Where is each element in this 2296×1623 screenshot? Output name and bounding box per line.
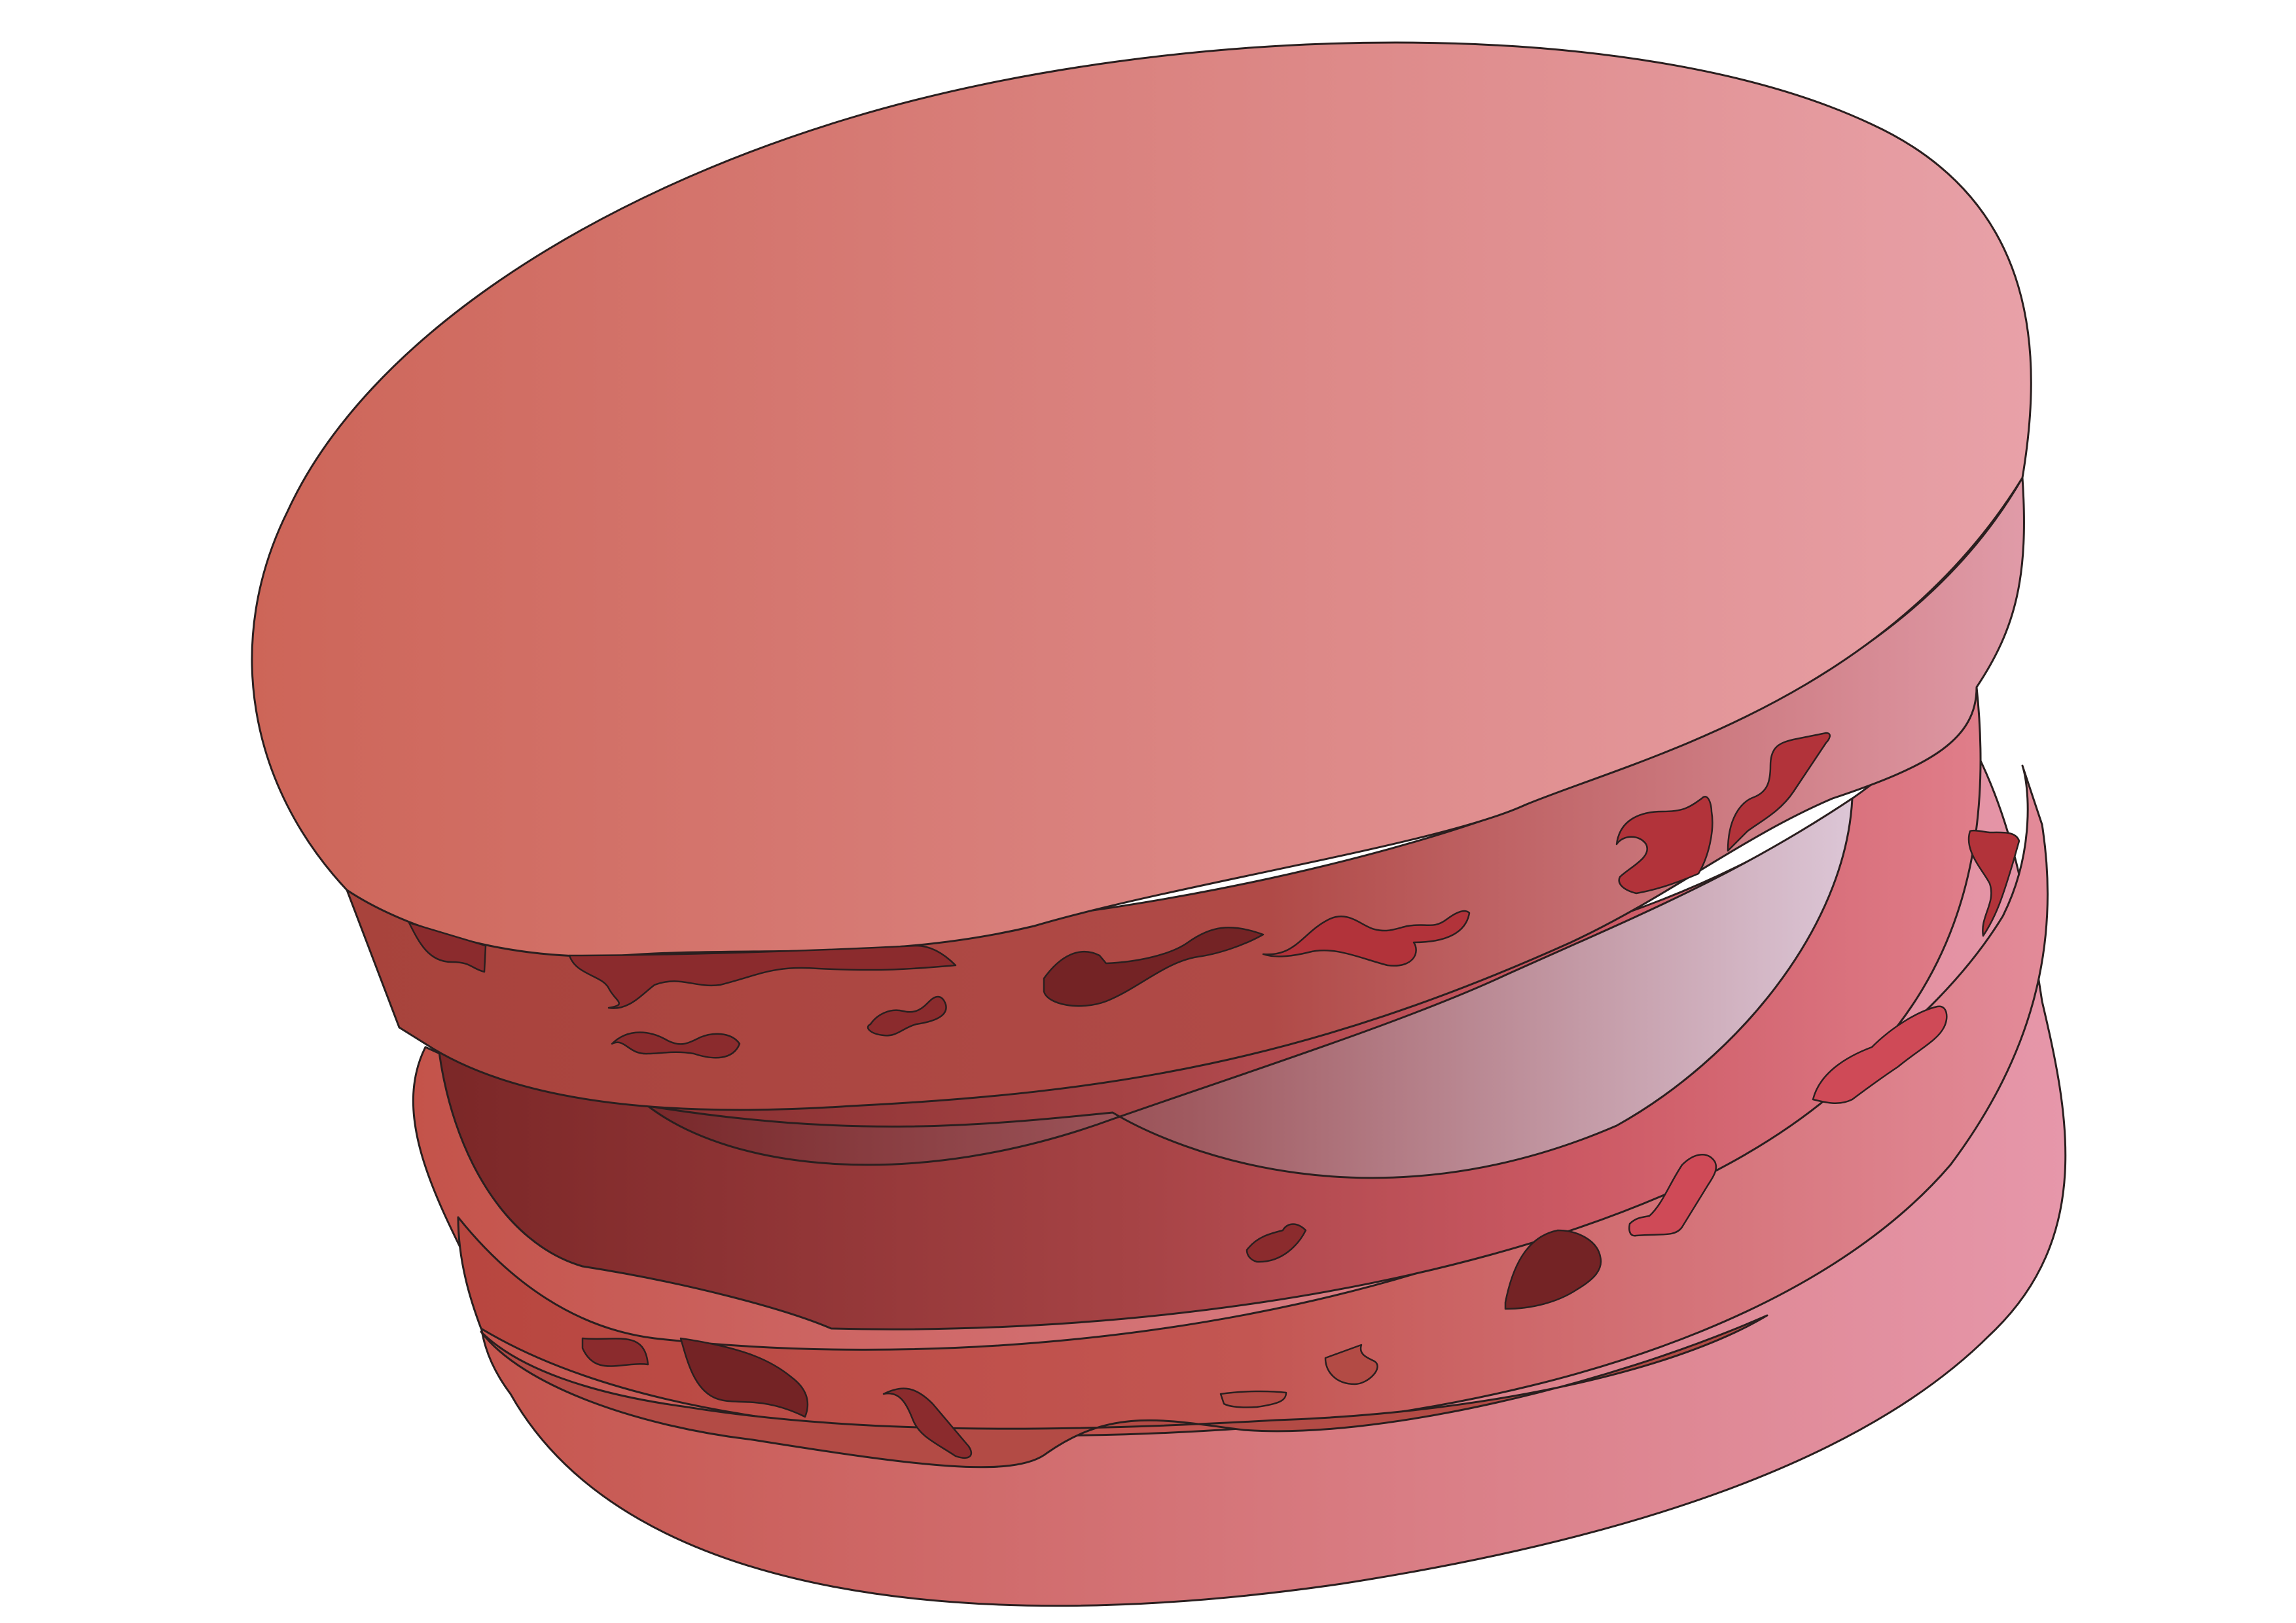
bit-14 (679, 1337, 809, 1418)
bit-8 (1727, 732, 1831, 852)
bit-3 (611, 1031, 741, 1059)
bit-9 (1246, 1223, 1307, 1263)
bit-4 (867, 995, 947, 1037)
bit-10 (1504, 1229, 1602, 1310)
filling-cream (647, 797, 1854, 1179)
bit-13 (1967, 829, 2020, 937)
filling-bits (408, 732, 2020, 1459)
bit-18 (1219, 1390, 1287, 1408)
bit-12 (1812, 1005, 1948, 1104)
bit-2 (568, 944, 957, 1009)
bottom-shell-rim (480, 1314, 1768, 1469)
bit-17 (1324, 1344, 1378, 1385)
bit-16 (882, 1387, 973, 1459)
bit-7 (1615, 796, 1713, 895)
bit-5 (1043, 927, 1265, 1007)
bit-6 (1262, 910, 1471, 967)
bit-15 (581, 1337, 649, 1367)
bit-11 (1628, 1154, 1717, 1237)
bit-1 (408, 921, 487, 973)
